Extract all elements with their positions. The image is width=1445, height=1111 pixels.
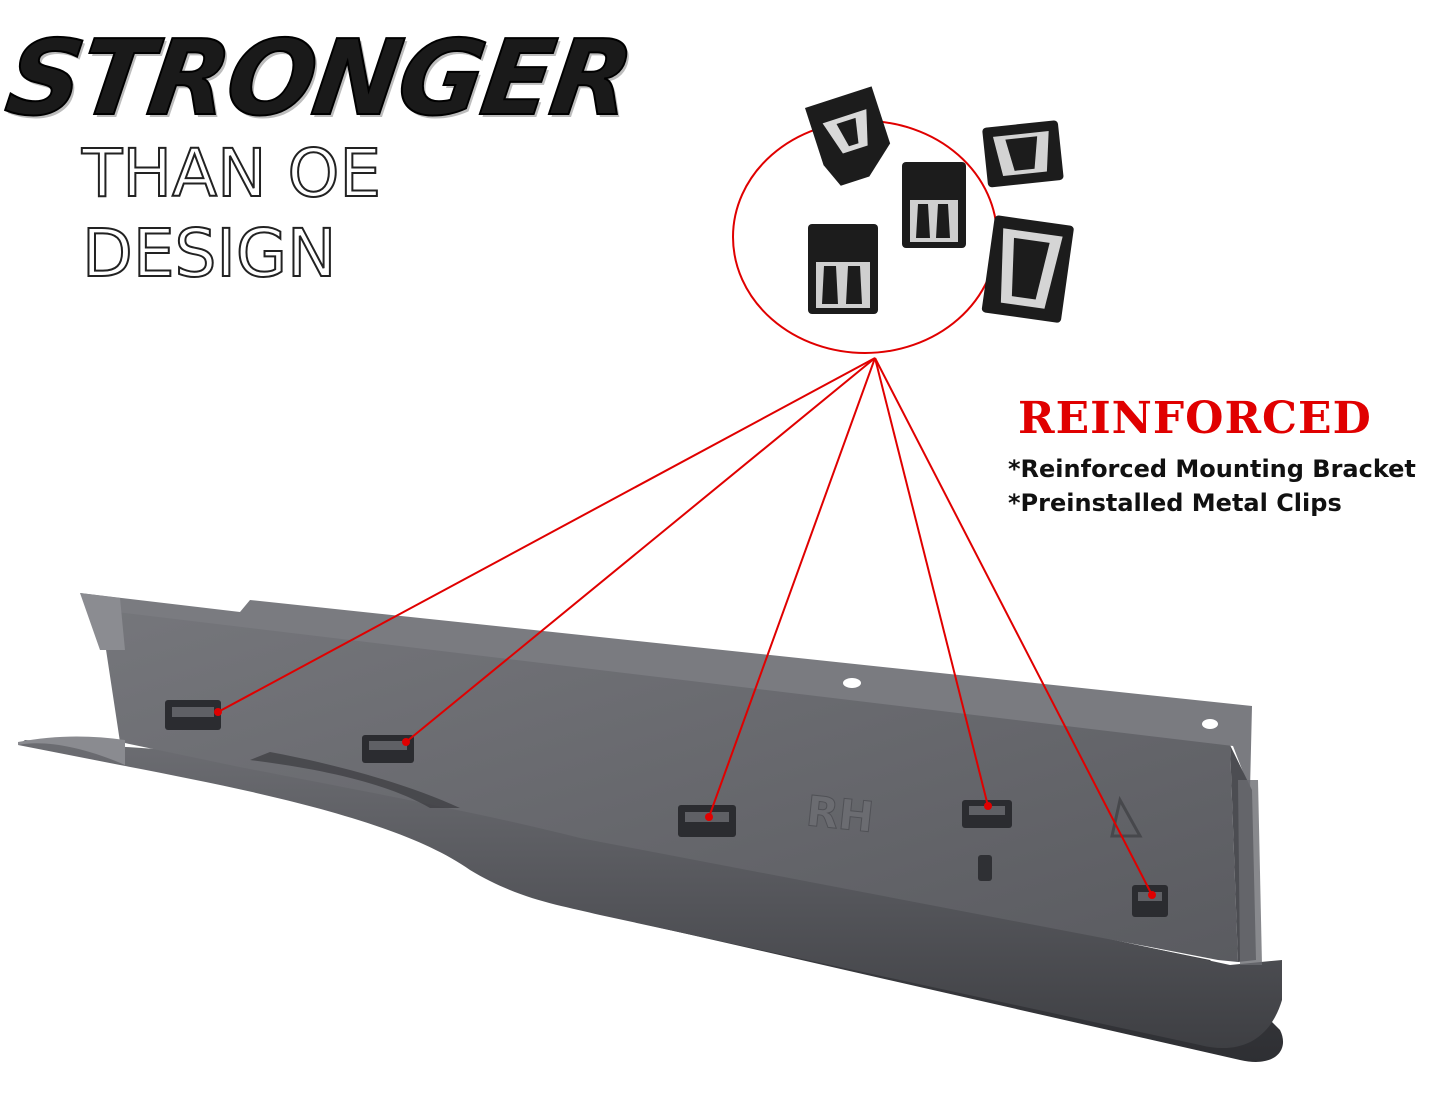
mounting-bracket (962, 800, 1012, 828)
mounting-bracket (362, 735, 414, 763)
metal-clip-icon (805, 86, 891, 186)
metal-clip-icon (808, 224, 878, 314)
mounting-bracket (165, 700, 221, 730)
part-marking: RH (804, 786, 876, 842)
leader-lines (217, 357, 1153, 896)
metal-clip-icon (902, 162, 966, 248)
feature-item: *Reinforced Mounting Bracket (1008, 455, 1416, 483)
headline-subtitle: THAN OE DESIGN (81, 134, 382, 293)
metal-clip-icon (982, 120, 1064, 188)
subheadline: THAN OE DESIGN (81, 134, 602, 293)
leader-dots (214, 708, 1156, 899)
feature-item: *Preinstalled Metal Clips (1008, 489, 1342, 517)
trim-molding (18, 593, 1284, 1062)
mounting-bracket (678, 805, 736, 837)
callout-heading-box: REINFORCED (1018, 393, 1438, 445)
headline-title: STRONGER (0, 16, 639, 140)
callout-heading: REINFORCED (1018, 393, 1372, 444)
metal-clip-icon (981, 215, 1074, 323)
headline: STRONGER (0, 16, 658, 140)
feature-list: *Reinforced Mounting Bracket *Preinstall… (1008, 452, 1438, 520)
